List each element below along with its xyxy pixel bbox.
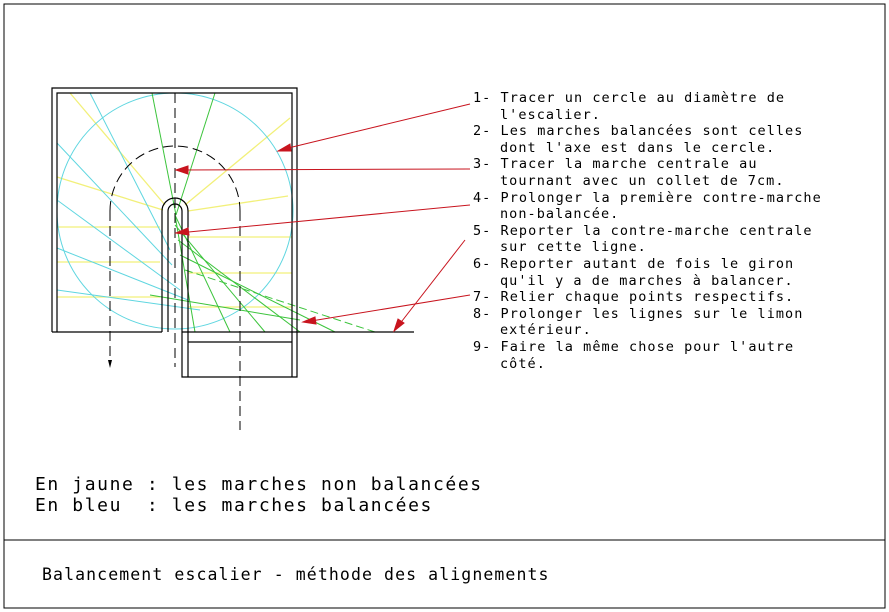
step-text-cont: qu'il y a de marches à balancer. (500, 272, 794, 289)
step-text: Reporter la contre-marche centrale (500, 222, 813, 239)
yellow-steps (56, 92, 292, 308)
step-text-cont: l'escalier. (500, 106, 601, 123)
stair-outline (51, 87, 414, 378)
sheet-frame (3, 3, 886, 609)
step-text: Prolonger les lignes sur le limon (500, 305, 804, 322)
axis-lines (109, 93, 414, 430)
step-text: Faire la même chose pour l'autre (500, 338, 795, 355)
step-number: 3- (473, 156, 492, 173)
step-text: Les marches balancées sont celles (500, 123, 804, 140)
legend-yellow: En jaune : les marches non balancées (35, 474, 483, 495)
step-number: 6- (473, 255, 492, 272)
step-text-cont: sur cette ligne. (500, 239, 647, 256)
step-text: Prolonger la première contre-marche (500, 189, 822, 206)
step-text: Relier chaque points respectifs. (500, 289, 795, 306)
step-number: 1- (473, 90, 492, 106)
step-number: 7- (473, 289, 492, 306)
step-text: Tracer la marche centrale au (500, 156, 758, 173)
step-number: 5- (473, 222, 492, 239)
step-text-cont: dont l'axe est dans le cercle. (500, 139, 776, 156)
step-number: 8- (473, 305, 492, 322)
green-alignment-lines (149, 92, 376, 333)
color-legend: En jaune : les marches non balancées En … (35, 474, 483, 516)
step-text-cont: tournant avec un collet de 7cm. (500, 172, 785, 189)
drawing-title: Balancement escalier - méthode des align… (42, 565, 550, 584)
step-text: Tracer un cercle au diamètre de (500, 90, 786, 106)
step-text-cont: extérieur. (500, 322, 592, 339)
arrow-down-icon (108, 360, 112, 368)
step-number: 4- (473, 189, 492, 206)
step-text-cont: non-balancée. (500, 206, 620, 223)
legend-blue: En bleu : les marches balancées (35, 495, 433, 516)
step-text-cont: côté. (500, 355, 546, 372)
step-text: Reporter autant de fois le giron (500, 255, 795, 272)
step-number: 9- (473, 338, 492, 355)
step-7: 7- Relier chaque points respectifs. (473, 289, 822, 306)
red-leader-arrows (174, 103, 471, 333)
step-number: 2- (473, 123, 492, 140)
